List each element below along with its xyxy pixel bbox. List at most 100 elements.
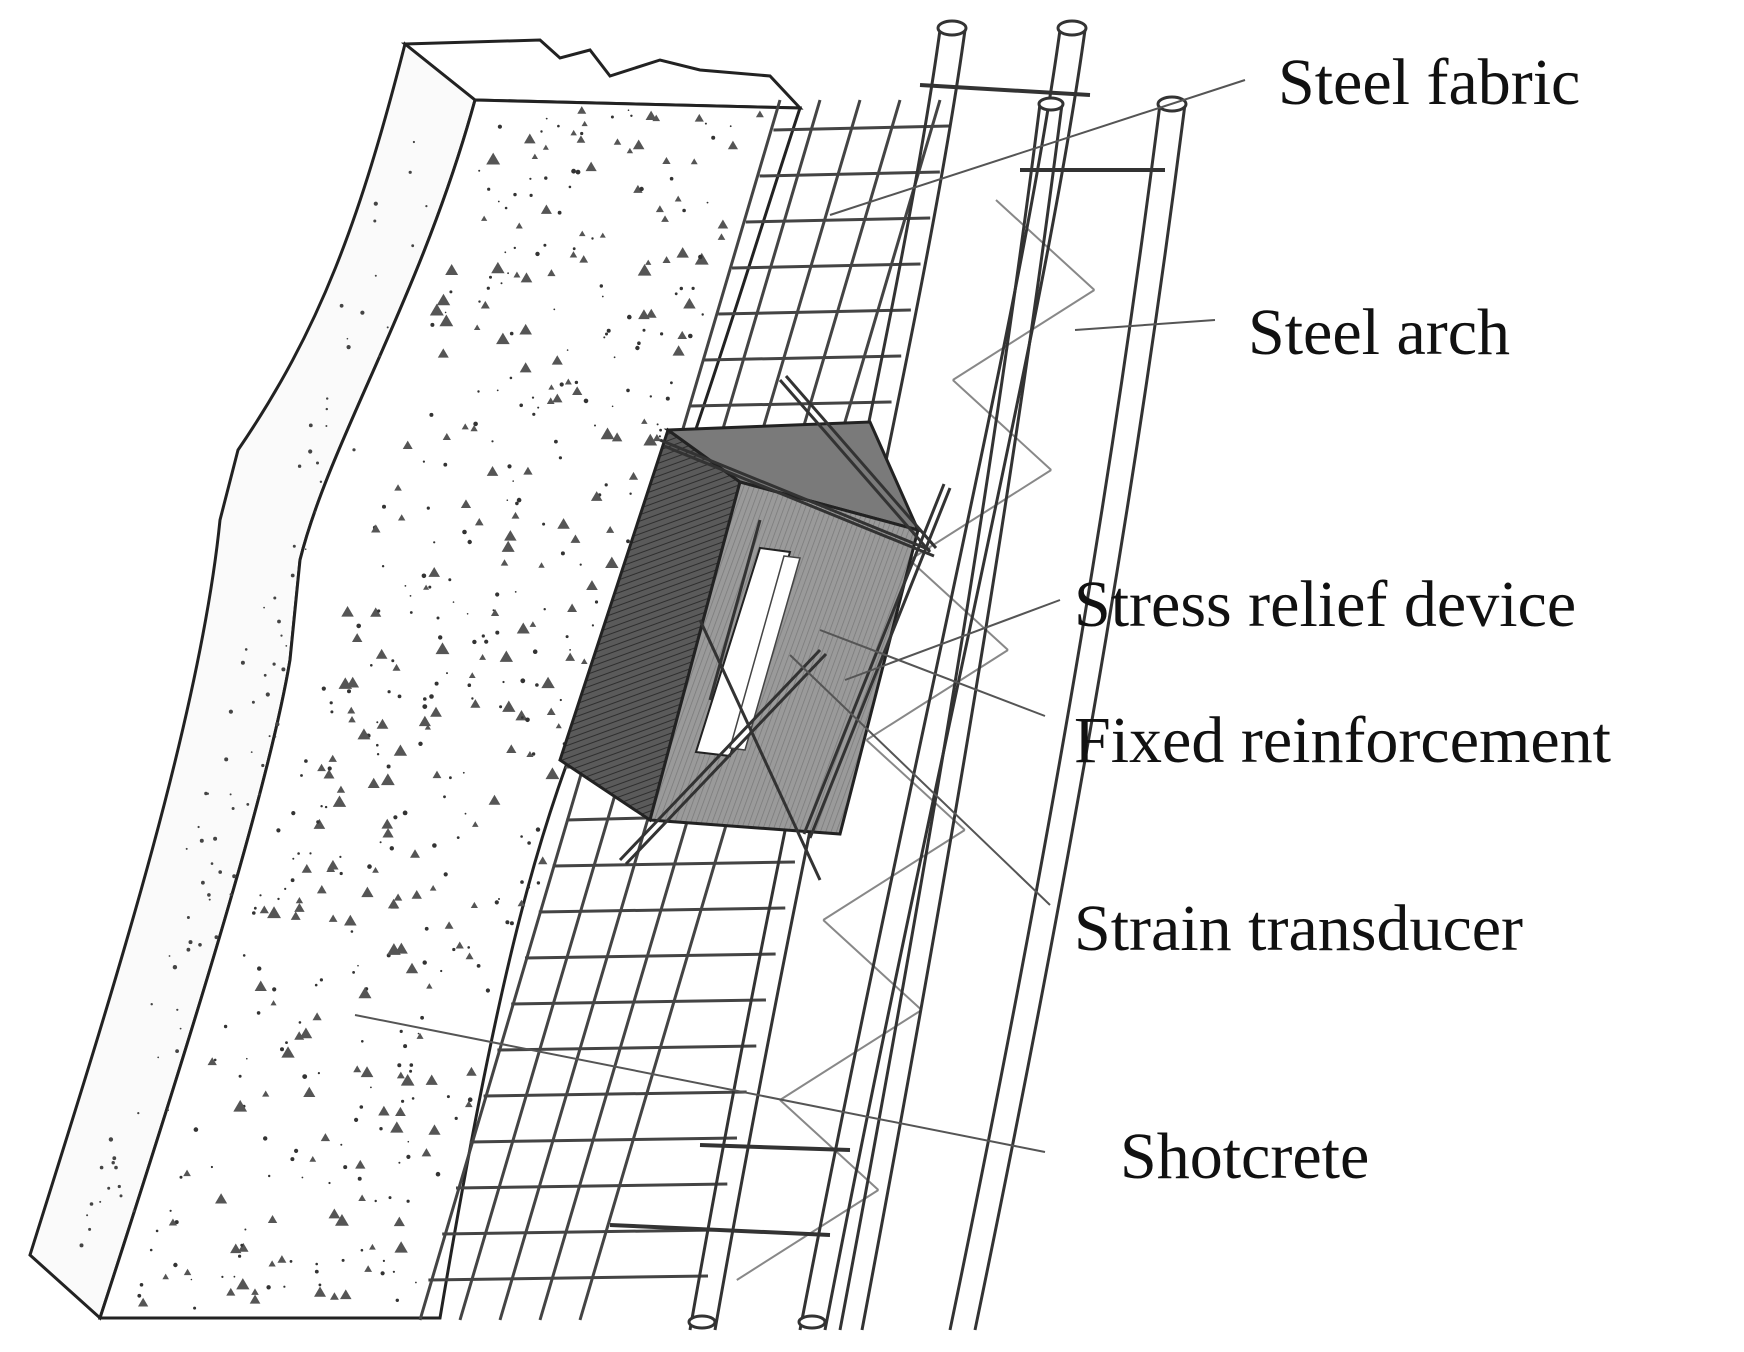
aggregate-stone xyxy=(372,866,379,873)
steel-fabric-bar xyxy=(745,216,931,224)
aggregate-speck xyxy=(688,333,693,339)
aggregate-speck xyxy=(425,205,428,208)
aggregate-speck xyxy=(594,424,596,427)
aggregate-speck xyxy=(406,1154,411,1159)
aggregate-stone xyxy=(360,1066,374,1078)
leader-steel-fabric xyxy=(829,79,1246,216)
aggregate-stone xyxy=(351,633,363,642)
aggregate-stone xyxy=(500,559,509,566)
aggregate-stone xyxy=(499,650,514,662)
aggregate-stone xyxy=(326,864,336,872)
aggregate-speck xyxy=(268,735,271,738)
aggregate-stone xyxy=(430,706,442,717)
aggregate-stone xyxy=(545,767,560,780)
aggregate-speck xyxy=(229,793,232,796)
aggregate-stone xyxy=(251,1288,259,1295)
aggregate-stone xyxy=(641,418,648,424)
aggregate-speck xyxy=(285,645,288,647)
aggregate-stone xyxy=(332,795,347,807)
aggregate-stone xyxy=(183,1268,192,1276)
aggregate-speck xyxy=(438,635,443,640)
aggregate-speck xyxy=(452,947,456,952)
aggregate-stone xyxy=(717,233,726,240)
aggregate-speck xyxy=(701,313,704,316)
aggregate-stone xyxy=(394,484,402,491)
aggregate-speck xyxy=(228,709,233,714)
aggregate-stone xyxy=(396,1071,405,1079)
aggregate-speck xyxy=(314,511,317,513)
aggregate-speck xyxy=(238,1254,242,1258)
label-stress-relief-device: Stress relief device xyxy=(1074,568,1577,641)
aggregate-speck xyxy=(386,326,389,329)
aggregate-speck xyxy=(411,244,415,248)
aggregate-speck xyxy=(495,630,500,635)
aggregate-stone xyxy=(605,556,619,569)
aggregate-stone xyxy=(464,1100,473,1108)
aggregate-stone xyxy=(491,261,505,274)
aggregate-speck xyxy=(505,920,510,925)
aggregate-stone xyxy=(637,263,652,276)
aggregate-speck xyxy=(108,1137,114,1142)
aggregate-speck xyxy=(272,662,276,666)
aggregate-stone xyxy=(661,215,669,222)
aggregate-speck xyxy=(542,522,546,526)
aggregate-speck xyxy=(210,862,214,865)
aggregate-speck xyxy=(114,1165,118,1170)
aggregate-speck xyxy=(399,1029,403,1033)
aggregate-speck xyxy=(99,1165,104,1170)
aggregate-speck xyxy=(422,960,427,965)
aggregate-stone xyxy=(137,1297,149,1307)
aggregate-stone xyxy=(486,152,501,165)
aggregate-speck xyxy=(406,1199,410,1203)
leader-strain xyxy=(789,654,1051,906)
aggregate-speck xyxy=(649,395,652,398)
aggregate-speck xyxy=(214,935,219,940)
aggregate-stone xyxy=(353,1065,362,1073)
aggregate-speck xyxy=(361,1040,364,1043)
label-strain-transducer: Strain transducer xyxy=(1074,892,1524,965)
aggregate-speck xyxy=(535,251,540,257)
aggregate-speck xyxy=(591,237,594,240)
aggregate-speck xyxy=(266,1285,271,1290)
aggregate-speck xyxy=(682,208,686,213)
aggregate-stone xyxy=(344,914,357,926)
aggregate-speck xyxy=(277,897,280,901)
aggregate-stone xyxy=(429,303,444,316)
aggregate-stone xyxy=(488,794,501,805)
aggregate-speck xyxy=(257,966,262,971)
aggregate-stone xyxy=(581,120,588,127)
steel-arch-pipe-end xyxy=(936,19,968,37)
aggregate-speck xyxy=(284,887,287,891)
aggregate-speck xyxy=(357,1176,362,1181)
aggregate-stone xyxy=(435,642,450,655)
aggregate-speck xyxy=(193,1127,199,1132)
steel-fabric-bar xyxy=(773,124,950,132)
aggregate-speck xyxy=(204,791,208,796)
aggregate-stone xyxy=(267,1215,278,1223)
aggregate-speck xyxy=(352,448,356,452)
aggregate-stone xyxy=(662,157,671,165)
lattice-diagonal xyxy=(779,1099,880,1191)
aggregate-stone xyxy=(183,1169,191,1177)
aggregate-stone xyxy=(369,1243,376,1250)
aggregate-speck xyxy=(374,274,377,277)
aggregate-speck xyxy=(487,187,491,191)
aggregate-stone xyxy=(380,773,395,786)
aggregate-stone xyxy=(382,827,394,838)
shotcrete-aggregate-texture xyxy=(79,106,764,1310)
aggregate-speck xyxy=(391,659,395,663)
aggregate-speck xyxy=(197,825,200,829)
aggregate-stone xyxy=(386,943,401,955)
aggregate-speck xyxy=(352,971,355,974)
leader-steel-arch xyxy=(1074,319,1216,331)
aggregate-speck xyxy=(411,1097,415,1100)
aggregate-speck xyxy=(379,1127,383,1131)
aggregate-speck xyxy=(540,130,543,133)
aggregate-stone xyxy=(585,161,597,172)
aggregate-stone xyxy=(694,252,709,265)
aggregate-stone xyxy=(502,700,516,712)
aggregate-speck xyxy=(509,376,513,380)
aggregate-stone xyxy=(367,777,380,788)
aggregate-speck xyxy=(207,893,211,897)
